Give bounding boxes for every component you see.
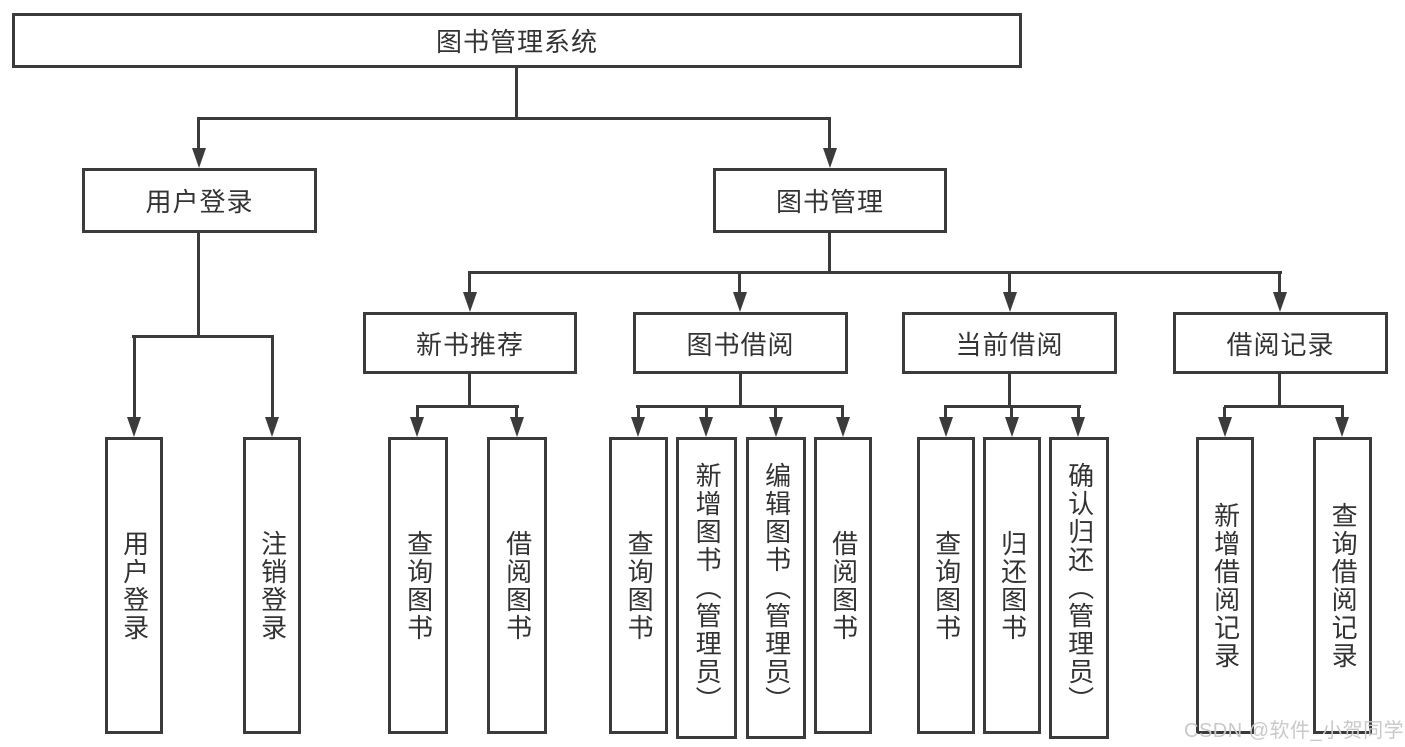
connector-line [637,407,640,418]
connector-line [1010,407,1013,418]
arrow-down-icon [1005,417,1019,437]
connector-line [1077,407,1080,418]
connector-line [1278,273,1281,294]
arrow-down-icon [631,417,645,437]
connector-line [1008,373,1011,407]
node-user-login: 用户登录 [82,168,317,233]
csdn-watermark: CSDN @软件_小贺同学 [1184,720,1405,742]
node-leaf-borrow-book: 借阅图书 [814,437,872,734]
node-new-book-recommendation: 新书推荐 [363,312,577,374]
leaf-label: 新增图书（管理员） [692,462,723,714]
arrow-down-icon [510,417,524,437]
leaf-label: 确认归还（管理员） [1064,462,1095,714]
node-leaf-confirm-return-admin: 确认归还（管理员） [1049,437,1109,739]
arrow-down-icon [733,292,747,312]
connector-line [841,407,844,418]
node-leaf-query-borrow-record: 查询借阅记录 [1313,437,1372,734]
connector-line [271,337,274,419]
connector-line [468,273,471,294]
connector-line [738,273,741,294]
connector-line [515,67,518,119]
arrow-down-icon [127,417,141,437]
connector-line [1278,373,1281,407]
leaf-label: 借阅图书 [828,529,859,642]
connector-line [828,119,831,151]
arrow-down-icon [769,417,783,437]
connector-line [416,407,419,418]
arrow-down-icon [1273,292,1287,312]
arrow-down-icon [1003,292,1017,312]
node-leaf-query-books-recommend: 查询图书 [388,437,448,734]
node-leaf-query-books-borrow: 查询图书 [609,437,668,734]
connector-line [197,119,200,151]
leaf-label: 借阅图书 [502,529,533,642]
node-borrowing-records: 借阅记录 [1173,312,1388,374]
leaf-label: 查询图书 [624,529,655,642]
connector-line [416,405,519,408]
arrow-down-icon [836,417,850,437]
arrow-down-icon [410,417,424,437]
node-current-borrowing: 当前借阅 [902,312,1117,374]
connector-line [1223,407,1226,418]
connector-line [133,337,136,419]
connector-line [774,407,777,418]
connector-line [739,373,742,407]
connector-line [468,373,471,407]
arrow-down-icon [1218,417,1232,437]
arrow-down-icon [265,417,279,437]
node-book-management: 图书管理 [713,168,947,233]
connector-line [944,407,947,418]
leaf-label: 新增借阅记录 [1210,501,1241,670]
connector-line [132,335,274,338]
connector-line [197,117,831,120]
connector-line [197,233,200,337]
connector-line [705,407,708,418]
leaf-label: 注销登录 [257,529,288,642]
arrow-down-icon [1335,417,1349,437]
node-book-borrowing: 图书借阅 [633,312,848,374]
leaf-label: 归还图书 [997,529,1028,642]
leaf-label: 查询借阅记录 [1328,501,1359,670]
node-leaf-query-books-current: 查询图书 [917,437,975,734]
node-leaf-borrow-book-recommend: 借阅图书 [487,437,547,734]
leaf-label: 编辑图书（管理员） [761,462,792,714]
node-leaf-logout: 注销登录 [243,437,301,734]
node-leaf-edit-book-admin: 编辑图书（管理员） [746,437,806,739]
node-leaf-user-login: 用户登录 [105,437,163,734]
connector-line [468,271,1282,274]
arrow-down-icon [699,417,713,437]
leaf-label: 用户登录 [119,529,150,642]
leaf-label: 查询图书 [931,529,962,642]
arrow-down-icon [823,148,837,168]
connector-line [828,233,831,273]
node-leaf-add-book-admin: 新增图书（管理员） [676,437,737,739]
arrow-down-icon [192,148,206,168]
node-leaf-add-borrow-record: 新增借阅记录 [1196,437,1254,734]
node-root: 图书管理系统 [12,13,1022,68]
connector-line [1008,273,1011,294]
arrow-down-icon [939,417,953,437]
connector-line [515,407,518,418]
arrow-down-icon [1071,417,1085,437]
connector-line [636,405,844,408]
arrow-down-icon [463,292,477,312]
connector-line [944,405,1081,408]
node-leaf-return-book: 归还图书 [983,437,1041,734]
connector-line [1341,407,1344,418]
leaf-label: 查询图书 [403,529,434,642]
connector-line [1224,405,1344,408]
